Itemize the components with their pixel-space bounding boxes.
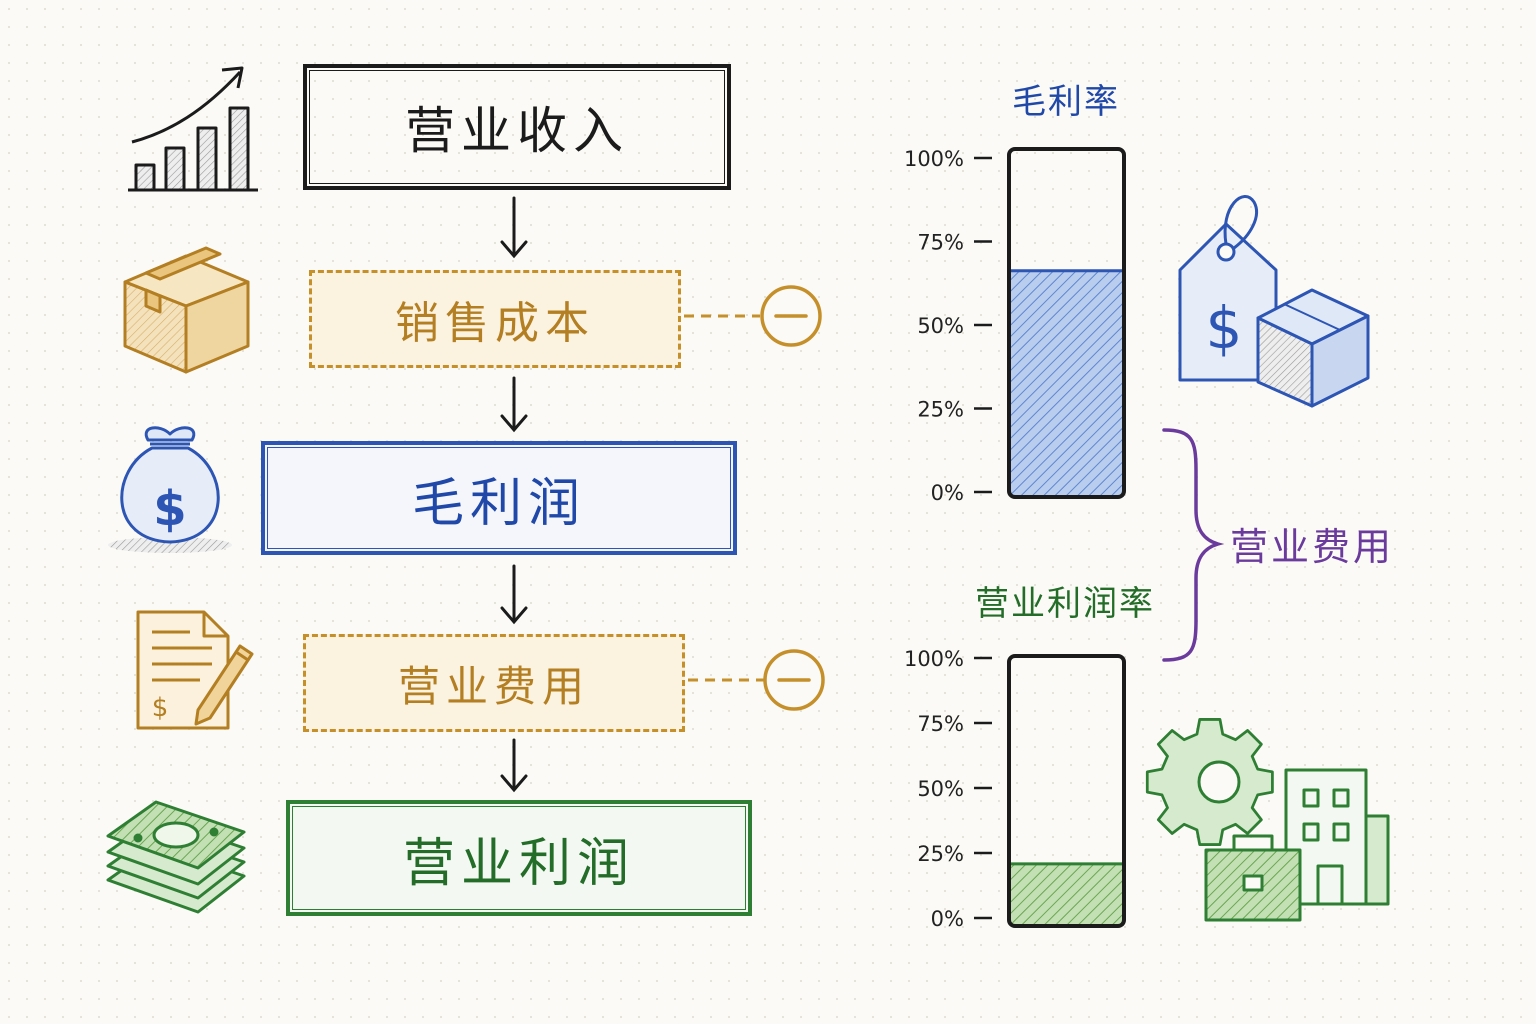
price-tag-box-icon: $ — [1178, 195, 1370, 408]
gross-profit-label: 毛利润 — [411, 473, 586, 534]
rising-bar-chart-icon — [128, 66, 258, 192]
gross-margin-title: 毛利率 — [1012, 82, 1120, 122]
operating-margin-bar — [1011, 863, 1124, 926]
operating-profit-label: 营业利润 — [402, 833, 635, 894]
operating-margin-tick-label: 0% — [931, 907, 964, 931]
cardboard-box-icon — [123, 246, 250, 374]
operating-profit-box: 营业利润 — [286, 800, 752, 916]
operating-margin-tick-label: 25% — [917, 842, 964, 866]
operating-margin-title: 营业利润率 — [975, 584, 1155, 624]
revenue-box: 营业收入 — [303, 64, 731, 190]
svg-text:$: $ — [1206, 294, 1243, 362]
operating-expense-brace-label: 营业费用 — [1230, 525, 1395, 569]
gear-building-briefcase-icon — [1145, 718, 1390, 922]
invoice-pencil-icon: $ — [136, 610, 254, 730]
operating-margin-chart: 100% 75% 50% 25% 0% — [904, 647, 1126, 931]
gross-margin-tick-label: 50% — [917, 314, 964, 338]
cash-stack-icon — [106, 800, 246, 914]
operating-expense-label: 营业费用 — [397, 661, 590, 711]
gross-margin-tick-label: 25% — [917, 398, 964, 422]
gross-margin-tick-label: 75% — [917, 231, 964, 255]
gross-margin-chart: 100% 75% 50% 25% 0% — [904, 147, 1126, 505]
operating-expense-brace — [1162, 428, 1225, 662]
svg-text:$: $ — [152, 693, 169, 723]
operating-margin-bar-frame — [1007, 654, 1126, 928]
flow-arrow-2 — [500, 376, 528, 433]
gross-profit-box: 毛利润 — [261, 441, 737, 555]
revenue-label: 营业收入 — [405, 102, 629, 160]
operating-expense-box: 营业费用 — [303, 634, 685, 732]
gross-margin-bar — [1011, 270, 1124, 497]
operating-margin-tick-label: 50% — [917, 777, 964, 801]
cost-of-sales-box: 销售成本 — [309, 270, 681, 368]
money-bag-icon: $ — [108, 426, 232, 553]
flow-arrow-1 — [500, 196, 528, 259]
svg-text:$: $ — [153, 481, 186, 537]
gross-margin-tick-label: 100% — [904, 147, 964, 171]
gross-margin-tick-label: 0% — [931, 481, 964, 505]
gross-margin-bar-frame — [1007, 147, 1126, 499]
flow-arrow-3 — [500, 564, 528, 625]
operating-margin-tick-label: 100% — [904, 647, 964, 671]
cost-of-sales-label: 销售成本 — [395, 298, 595, 349]
operating-margin-tick-label: 75% — [917, 712, 964, 736]
flow-arrow-4 — [500, 738, 528, 793]
